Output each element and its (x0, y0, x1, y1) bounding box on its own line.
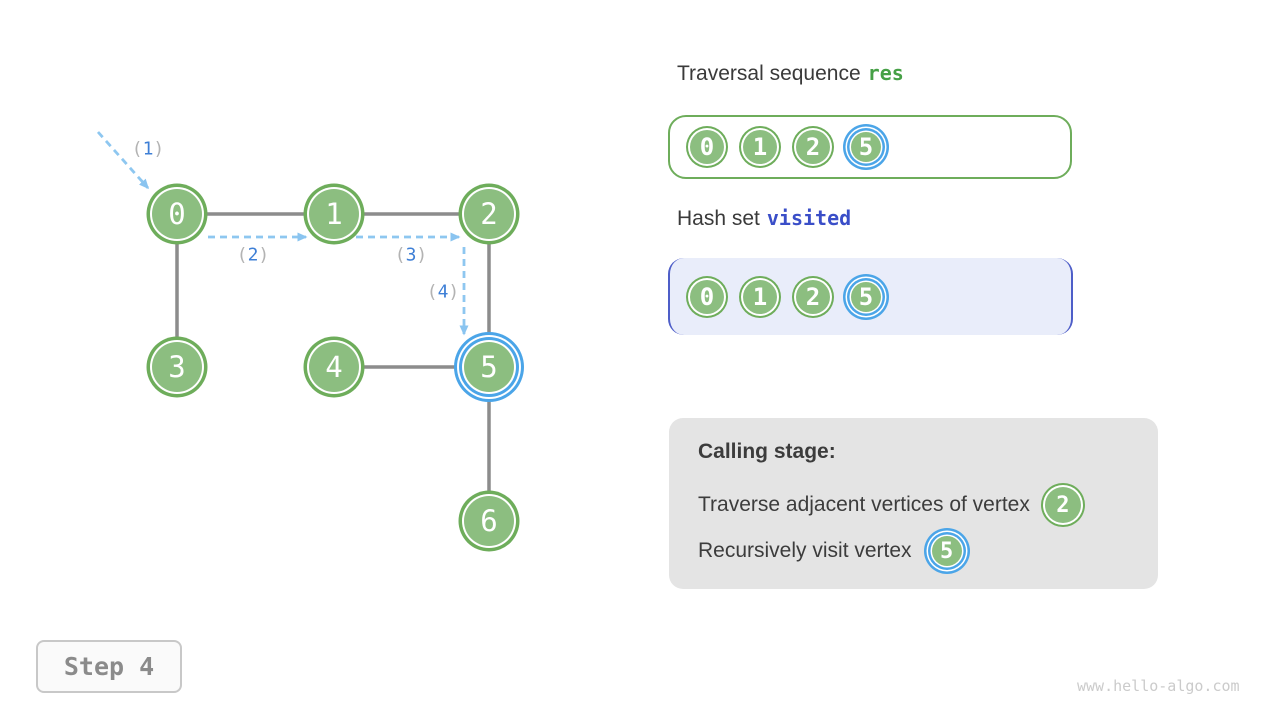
paren: ) (153, 138, 165, 160)
paren: ) (416, 244, 428, 266)
calling-stage-node-5: 5 (931, 536, 962, 566)
paren: ) (258, 244, 270, 266)
graph-node-5: 5 (464, 342, 514, 392)
calling-stage-panel: Calling stage: Traverse adjacent vertice… (669, 418, 1158, 589)
traversal-sequence-title-text: Traversal sequence (677, 62, 861, 85)
calling-stage-line-1-text: Traverse adjacent vertices of vertex (698, 493, 1030, 516)
res-item-1: 1 (743, 130, 777, 164)
res-item-0: 0 (690, 130, 724, 164)
traversal-arrow-1 (96, 131, 150, 190)
order-label-2: (2) (236, 244, 270, 266)
visited-code-label: visited (766, 206, 852, 230)
paren: ( (394, 244, 406, 266)
visited-item-0: 0 (690, 279, 724, 314)
step-badge: Step 4 (36, 640, 182, 693)
watermark: www.hello-algo.com (1077, 677, 1240, 695)
traversal-arrows (96, 131, 469, 336)
res-item-2: 2 (796, 130, 830, 164)
paren: ( (131, 138, 143, 160)
order-label-1: (1) (131, 138, 165, 160)
calling-stage-line-2-text: Recursively visit vertex (698, 539, 912, 562)
paren: ( (236, 244, 248, 266)
graph-edges-and-arrows (96, 131, 491, 521)
paren: ( (426, 281, 438, 303)
graph-node-6: 6 (464, 496, 514, 546)
traversal-sequence-box: 0 1 2 5 (668, 115, 1072, 179)
hash-set-title-text: Hash set (677, 207, 760, 230)
visited-item-2: 2 (796, 279, 830, 314)
graph-node-3: 3 (152, 342, 202, 392)
hash-set-title: Hash set visited (677, 206, 851, 231)
calling-stage-line-1: Traverse adjacent vertices of vertex 2 (698, 482, 1081, 528)
graph-node-0: 0 (152, 189, 202, 239)
graph-edges (175, 212, 491, 521)
calling-stage-line-2: Recursively visit vertex 5 (698, 528, 962, 574)
traversal-sequence-title: Traversal sequence res (677, 61, 904, 86)
graph-diagram: 0 1 2 3 4 5 6 (1) (2) (3) (4) (0, 0, 640, 640)
visited-item-1: 1 (743, 279, 777, 314)
visited-item-5: 5 (851, 281, 881, 312)
order-label-4: (4) (426, 281, 460, 303)
res-code-label: res (867, 61, 904, 85)
calling-stage-heading: Calling stage: (698, 440, 836, 463)
paren: ) (448, 281, 460, 303)
calling-stage-node-2: 2 (1044, 487, 1081, 523)
order-label-3: (3) (394, 244, 428, 266)
graph-node-1: 1 (309, 189, 359, 239)
graph-node-2: 2 (464, 189, 514, 239)
hash-set-box: 0 1 2 5 (668, 258, 1073, 335)
res-item-5: 5 (851, 132, 881, 162)
graph-node-4: 4 (309, 342, 359, 392)
